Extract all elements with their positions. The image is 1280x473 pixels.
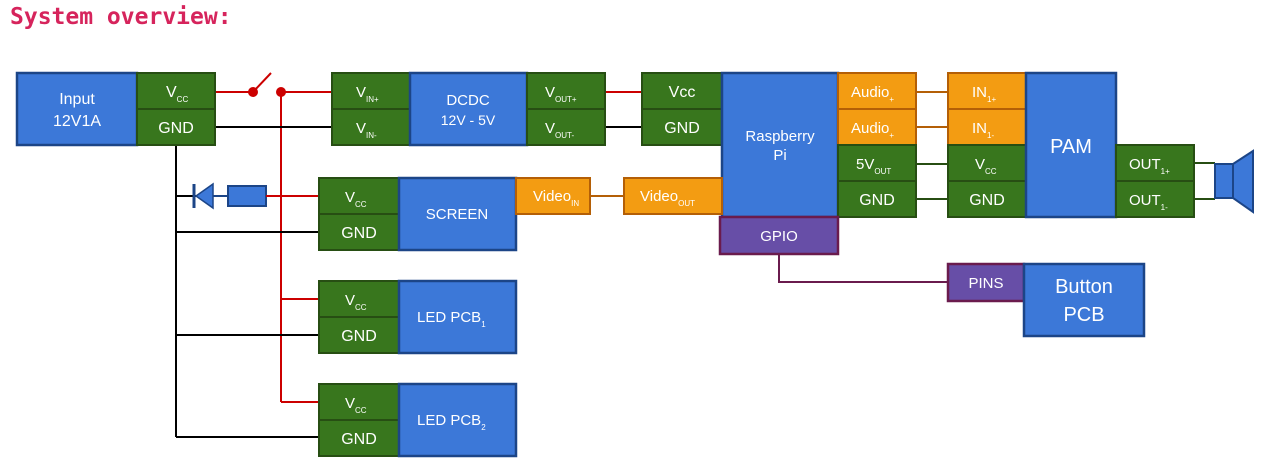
screen-block: VCC GND SCREEN VideoIN	[318, 176, 591, 252]
resistor-icon	[227, 185, 267, 207]
led2-gnd-label: GND	[341, 431, 377, 448]
pam-out1m-terminal	[1115, 180, 1195, 218]
pam-box	[1024, 71, 1118, 219]
diode-indicator	[192, 182, 281, 210]
dcdc-label-1: DCDC	[446, 92, 489, 109]
screen-box	[397, 176, 518, 252]
raspberry-label-1: Raspberry	[745, 128, 815, 145]
screen-video-in-terminal	[515, 177, 591, 215]
input-gnd-label: GND	[158, 120, 194, 137]
screen-gnd-terminal	[318, 213, 400, 251]
pi-gnd2-label: GND	[859, 192, 895, 209]
pam-label: PAM	[1050, 136, 1092, 158]
led2-box	[397, 382, 518, 458]
dcdc-vin-plus-label: VIN+	[356, 84, 379, 104]
pi-audio2-terminal	[837, 108, 917, 146]
pam-out1p-label: OUT1+	[1129, 156, 1170, 176]
screen-gnd-label: GND	[341, 225, 377, 242]
input-label-2: 12V1A	[53, 113, 101, 130]
switch-lever	[252, 72, 272, 93]
pam-block: IN1+ IN1- VCC GND PAM OUT1+ OUT1-	[947, 71, 1215, 219]
screen-label: SCREEN	[426, 206, 489, 223]
dcdc-vout-minus-label: VOUT-	[545, 120, 574, 140]
dcdc-vin-minus-label: VIN-	[356, 120, 377, 140]
pi-audio1-label: Audio+	[851, 84, 894, 104]
pi-gpio-label: GPIO	[760, 228, 798, 245]
power-wires	[215, 91, 642, 403]
led-pcb-2-block: VCC GND LED PCB2	[318, 382, 518, 458]
pam-out1m-label: OUT1-	[1129, 192, 1168, 212]
wire-gpio	[778, 254, 948, 283]
dcdc-vout-minus-terminal	[526, 108, 606, 146]
led2-gnd-terminal	[318, 419, 400, 457]
pam-gnd-terminal	[947, 180, 1027, 218]
button-label-1: Button	[1055, 276, 1113, 298]
dcdc-vout-plus-terminal	[526, 72, 606, 110]
power-switch	[248, 72, 286, 97]
raspberry-pi-block: Vcc GND Raspberry Pi Audio+ Audio+ 5VOUT…	[623, 71, 917, 256]
speaker-icon	[1214, 149, 1254, 214]
button-pcb-block: PINS Button PCB	[946, 262, 1146, 338]
raspberry-pi-box	[720, 71, 840, 219]
pi-vcc-label: Vcc	[669, 84, 696, 101]
pi-video-out-terminal	[623, 177, 723, 215]
page-title: System overview:	[10, 4, 232, 30]
screen-video-in-label: VideoIN	[533, 188, 579, 208]
input-gnd-terminal	[136, 108, 216, 146]
pi-audio1-terminal	[837, 72, 917, 110]
pam-in1p-label: IN1+	[972, 84, 996, 104]
speaker-cone	[1232, 149, 1254, 214]
led-pcb-1-block: VCC GND LED PCB1	[318, 279, 518, 355]
led1-gnd-label: GND	[341, 328, 377, 345]
dcdc-vin-plus-terminal	[331, 72, 411, 110]
pam-gnd-label: GND	[969, 192, 1005, 209]
dcdc-label-2: 12V - 5V	[441, 112, 496, 128]
ground-wires	[175, 126, 642, 438]
pi-gnd-label: GND	[664, 120, 700, 137]
input-block: Input 12V1A VCC GND	[15, 71, 216, 147]
pi-gnd2-terminal	[837, 180, 917, 218]
dcdc-vin-minus-terminal	[331, 108, 411, 146]
input-label-1: Input	[59, 91, 95, 108]
diode-icon	[194, 182, 214, 210]
led1-box	[397, 279, 518, 355]
dcdc-vout-plus-label: VOUT+	[545, 84, 577, 104]
button-pins-label: PINS	[968, 275, 1003, 292]
button-label-2: PCB	[1063, 304, 1104, 326]
led2-vcc-label: VCC	[345, 395, 367, 415]
led1-label: LED PCB1	[417, 309, 486, 329]
screen-vcc-label: VCC	[345, 189, 367, 209]
led2-vcc-terminal	[318, 383, 400, 421]
input-box	[15, 71, 139, 147]
input-vcc-label: VCC	[166, 84, 188, 104]
input-vcc-terminal	[136, 72, 216, 110]
pi-5v-terminal	[837, 144, 917, 182]
pi-gpio-terminal	[718, 215, 840, 256]
led2-label: LED PCB2	[417, 412, 486, 432]
pam-vcc-label: VCC	[975, 156, 997, 176]
raspberry-label-2: Pi	[773, 147, 786, 164]
led1-vcc-label: VCC	[345, 292, 367, 312]
screen-vcc-terminal	[318, 177, 400, 215]
pi-5v-label: 5VOUT	[856, 156, 891, 176]
speaker-body	[1214, 163, 1234, 199]
pam-in1m-label: IN1-	[972, 120, 994, 140]
button-pcb-box	[1022, 262, 1146, 338]
pi-video-out-label: VideoOUT	[640, 188, 695, 208]
pi-audio2-label: Audio+	[851, 120, 894, 140]
dcdc-block: VIN+ VIN- DCDC 12V - 5V VOUT+ VOUT-	[331, 71, 606, 147]
dcdc-box	[408, 71, 529, 147]
led1-vcc-terminal	[318, 280, 400, 318]
switch-contact-right	[276, 87, 286, 97]
